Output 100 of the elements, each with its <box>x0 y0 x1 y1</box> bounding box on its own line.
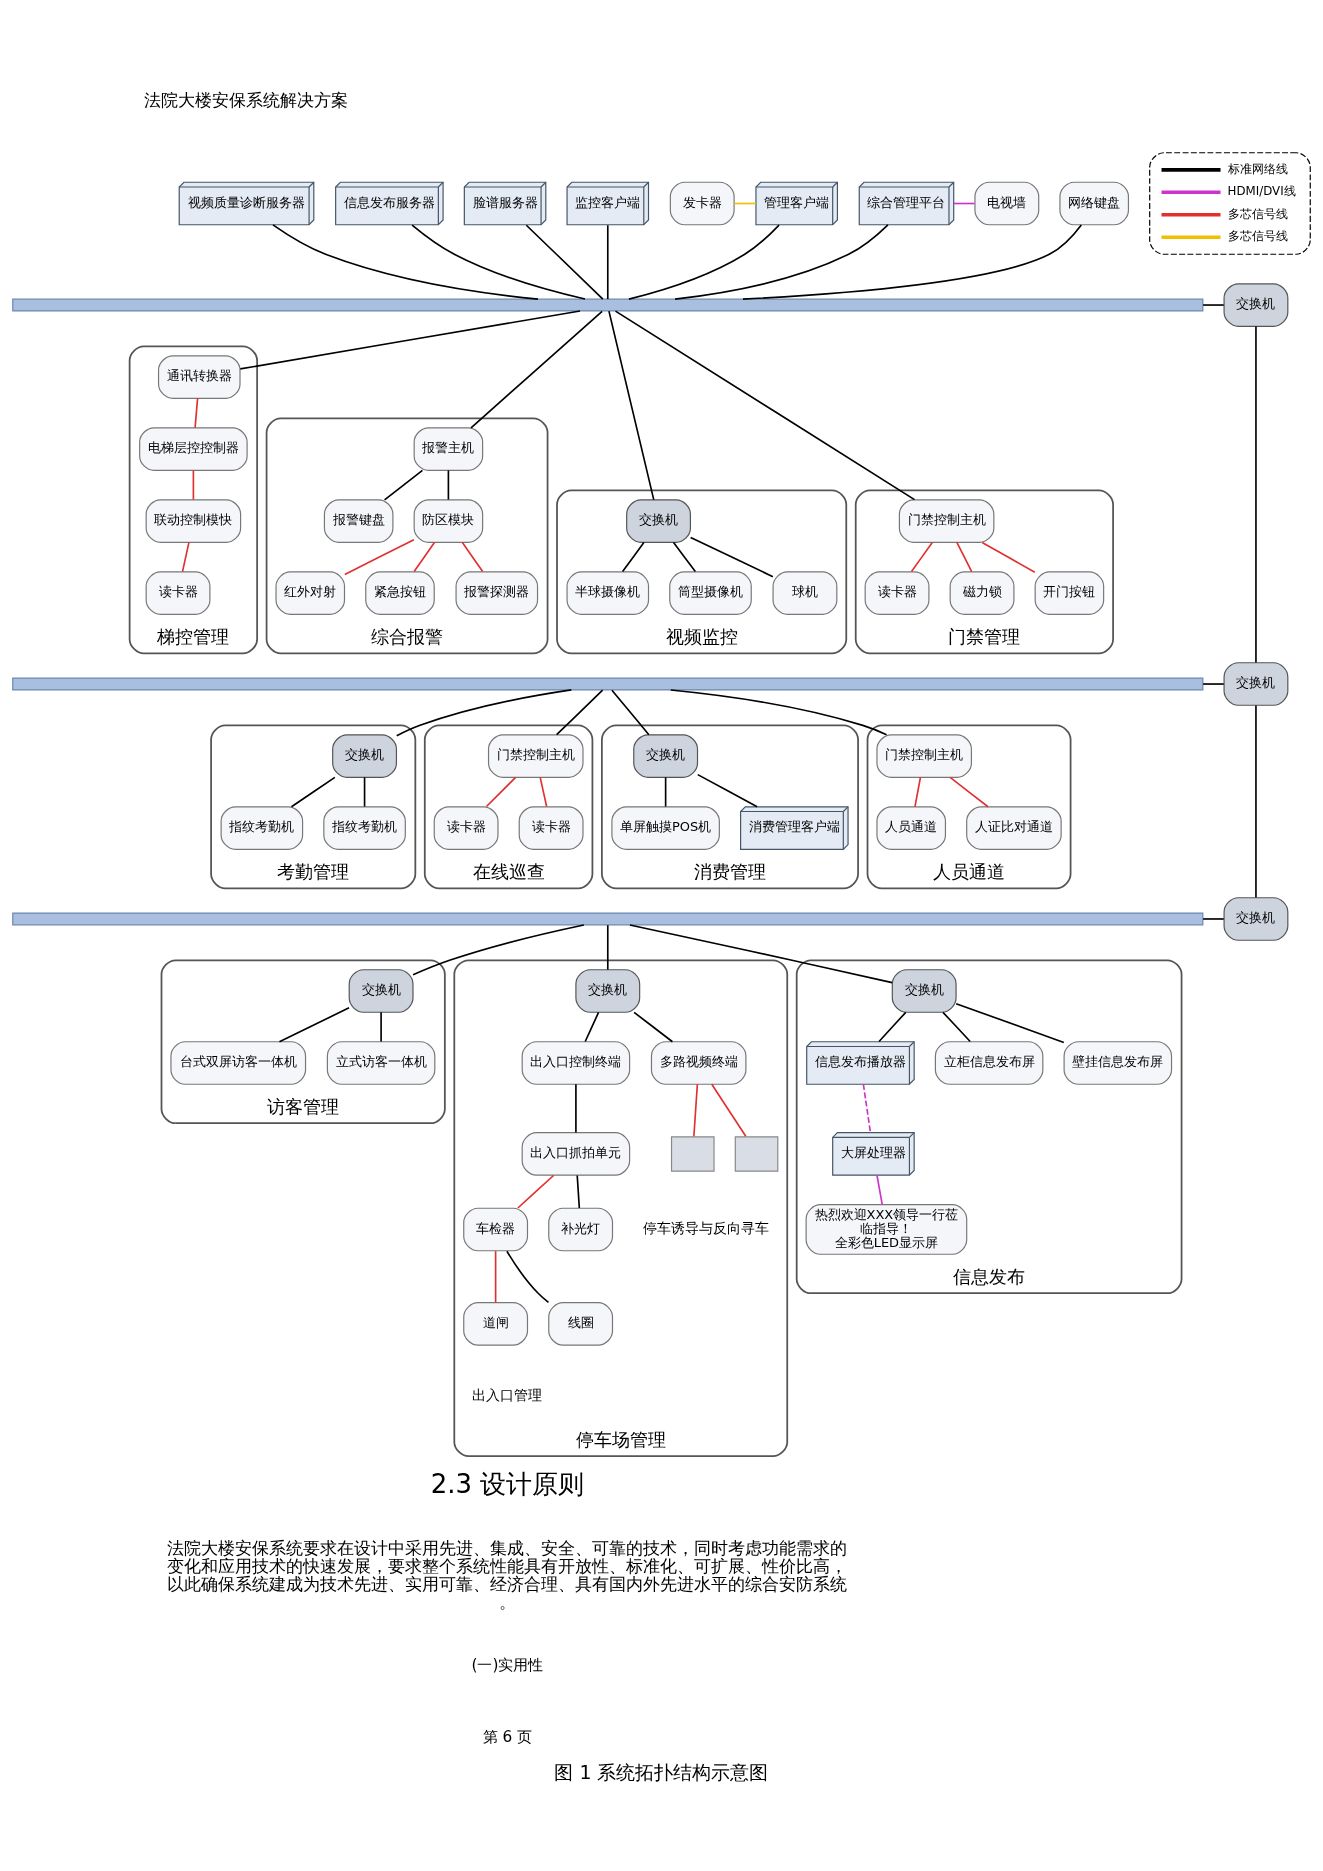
connector <box>506 1250 550 1304</box>
connector <box>981 541 1036 574</box>
node-box: 防区模块 <box>413 499 484 543</box>
node-box <box>734 1136 779 1172</box>
node-box: 立柜信息发布屏 <box>934 1041 1044 1085</box>
node-box: 电视墙 <box>974 181 1040 226</box>
connector <box>194 397 199 429</box>
node-box: 单屏触摸POS机 <box>611 806 720 850</box>
connector <box>1202 683 1225 685</box>
connector <box>608 310 655 501</box>
connector <box>606 224 609 300</box>
node-box: 交换机 <box>348 969 414 1013</box>
connector <box>628 224 780 300</box>
node-box: 交换机 <box>1223 897 1289 941</box>
caption: 图 1 系统拓扑结构示意图 <box>554 1761 769 1784</box>
connector <box>290 776 336 808</box>
node-box: 多路视频终端 <box>650 1041 747 1085</box>
node-box: 红外对射 <box>275 571 346 615</box>
connector <box>955 1002 1065 1044</box>
connector <box>693 1083 699 1138</box>
label: 出入口管理 <box>472 1386 543 1403</box>
connector <box>517 1174 555 1209</box>
node-box: 报警探测器 <box>455 571 539 615</box>
node-box: 发卡器 <box>669 181 735 226</box>
node-box: 读卡器 <box>145 571 211 615</box>
label: 法院大楼安保系统解决方案 <box>144 91 349 111</box>
node-box: 球机 <box>772 571 838 615</box>
connector <box>363 776 366 808</box>
label: 2.3 设计原则 <box>430 1469 585 1500</box>
node-box: 出入口控制终端 <box>521 1041 631 1085</box>
node-box: 读卡器 <box>864 571 930 615</box>
connector <box>192 469 195 501</box>
connector <box>272 224 539 300</box>
connector <box>412 924 585 976</box>
legend-label: 标准网络线 <box>1227 161 1288 176</box>
legend-label: HDMI/DVI线 <box>1227 184 1296 199</box>
node-box: 交换机 <box>626 499 691 543</box>
connector <box>672 541 697 573</box>
connector <box>413 541 436 573</box>
connector <box>633 1011 674 1043</box>
connector <box>470 310 603 429</box>
node-box: 交换机 <box>633 734 699 778</box>
node-box: 门禁控制主机 <box>876 734 972 778</box>
connector <box>942 1011 971 1043</box>
connector <box>395 689 573 737</box>
connector <box>606 924 609 971</box>
connector <box>383 469 424 501</box>
node-box: 交换机 <box>1223 662 1289 706</box>
connector <box>621 541 645 573</box>
connector <box>1255 704 1257 899</box>
connector <box>956 541 973 573</box>
connector <box>711 1083 747 1138</box>
node-box: 壁挂信息发布屏 <box>1063 1041 1173 1085</box>
connector <box>914 776 922 808</box>
node-box: 指纹考勤机 <box>323 806 406 850</box>
label: (一)实用性 <box>471 1656 544 1675</box>
connector <box>629 924 893 984</box>
node-box: 联动控制模快 <box>145 499 242 543</box>
connector <box>584 1011 600 1043</box>
connector <box>862 1083 872 1134</box>
connector <box>910 541 934 573</box>
node-box: 交换机 <box>891 969 957 1013</box>
node-box: 车检器 <box>463 1207 529 1252</box>
node-box: 电梯层控控制器 <box>139 427 248 471</box>
node-box: 热烈欢迎XXX领导一行莅临指导！ 全彩色LED显示屏 <box>805 1204 968 1255</box>
label: 停车诱导与反向寻车 <box>642 1220 769 1237</box>
node-box: 筒型摄像机 <box>669 571 752 615</box>
connector <box>539 776 548 808</box>
connector <box>575 1083 577 1134</box>
connector <box>181 541 190 573</box>
node-box: 人员通道 <box>876 806 947 850</box>
connector <box>949 776 989 808</box>
connector <box>239 310 581 370</box>
connector <box>878 1011 907 1043</box>
connector <box>494 1250 497 1304</box>
label: 第 6 页 <box>482 1728 533 1747</box>
node-box: 交换机 <box>332 734 398 778</box>
node-box: 交换机 <box>575 969 641 1013</box>
connector <box>611 689 650 736</box>
node-box: 开门按钮 <box>1034 571 1105 615</box>
node-box: 读卡器 <box>433 806 499 850</box>
node-box: 半球摄像机 <box>566 571 650 615</box>
legend-label: 多芯信号线 <box>1227 229 1288 244</box>
node-box: 人证比对通道 <box>966 806 1062 850</box>
connector <box>576 1174 581 1209</box>
legend-label: 多芯信号线 <box>1227 206 1288 221</box>
connector <box>953 202 976 205</box>
connector <box>696 773 758 808</box>
connector <box>447 469 450 501</box>
connector <box>1202 304 1225 306</box>
connector <box>1255 325 1257 664</box>
node-box: 出入口抓拍单元 <box>521 1132 631 1176</box>
node-box: 紧急按钮 <box>365 571 435 615</box>
node-bar <box>12 677 1204 691</box>
connector <box>411 224 586 300</box>
connector <box>669 689 888 736</box>
node-box: 报警主机 <box>413 427 484 471</box>
node-bar <box>12 298 1204 312</box>
node-box: 门禁控制主机 <box>898 499 995 543</box>
node-bar <box>12 912 1204 926</box>
